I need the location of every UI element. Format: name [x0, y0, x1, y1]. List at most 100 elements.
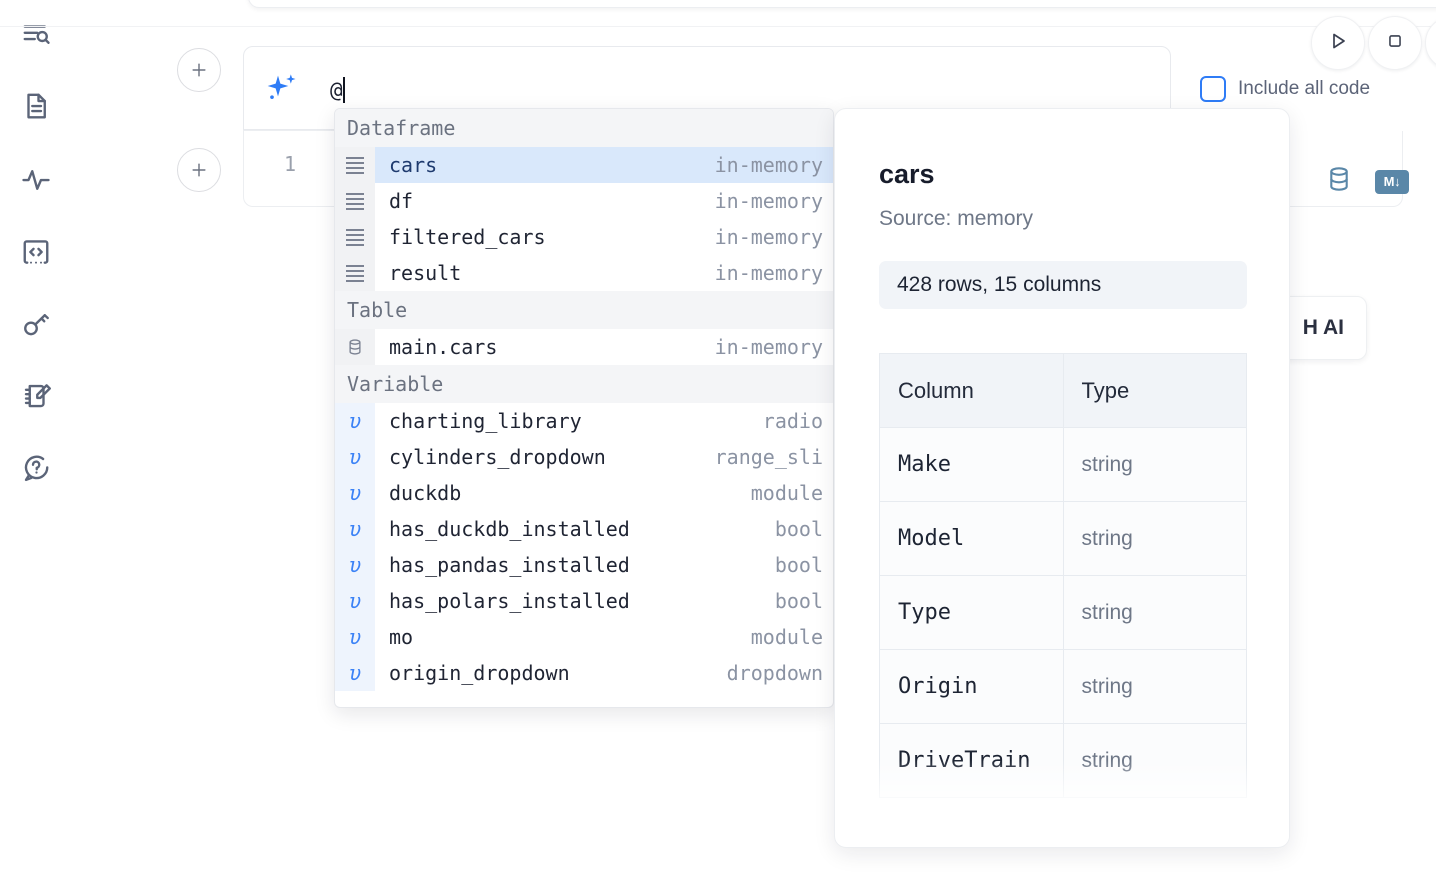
top-divider — [0, 26, 1436, 27]
completion-item-name: mo — [389, 625, 414, 649]
document-icon — [21, 91, 51, 126]
doc-column-type: string — [1062, 649, 1247, 724]
sidebar-rail — [0, 0, 72, 874]
include-all-code-toggle[interactable]: Include all code — [1200, 72, 1370, 106]
completion-item-type: in-memory — [714, 189, 823, 213]
variable-icon: υ — [348, 517, 362, 541]
completion-item-icon — [335, 183, 375, 219]
sidebar-item-explorer[interactable] — [10, 10, 62, 62]
completion-group-header: Dataframe — [335, 109, 833, 147]
completion-item-name: df — [389, 189, 414, 213]
dataframe-icon — [346, 262, 364, 285]
completion-item-name: origin_dropdown — [389, 661, 570, 685]
completion-item[interactable]: υ cylinders_dropdown range_sli — [335, 439, 833, 475]
run-button[interactable] — [1311, 16, 1365, 70]
variable-icon: υ — [348, 445, 362, 469]
completion-item-icon — [335, 255, 375, 291]
completion-item-name: charting_library — [389, 409, 582, 433]
sidebar-item-help[interactable] — [10, 444, 62, 496]
completion-item-type: module — [750, 625, 823, 649]
sidebar-item-secrets[interactable] — [10, 300, 62, 352]
help-chat-icon — [21, 453, 51, 488]
completion-item-icon — [335, 329, 375, 365]
completion-item-icon: υ — [335, 439, 375, 475]
completion-item[interactable]: υ origin_dropdown dropdown — [335, 655, 833, 691]
completion-item-type: in-memory — [714, 153, 823, 177]
sidebar-item-activity[interactable] — [10, 156, 62, 208]
completion-item-type: bool — [774, 517, 823, 541]
dataframe-icon — [346, 226, 364, 249]
completion-item-icon: υ — [335, 511, 375, 547]
dataframe-icon — [346, 190, 364, 213]
completion-item-name: filtered_cars — [389, 225, 546, 249]
play-icon — [1326, 29, 1350, 58]
sidebar-item-scratchpad[interactable] — [10, 372, 62, 424]
completion-item-name: cylinders_dropdown — [389, 445, 606, 469]
completion-item-type: bool — [774, 553, 823, 577]
doc-shape-badge: 428 rows, 15 columns — [879, 261, 1247, 309]
table-db-icon — [349, 339, 361, 355]
doc-column-name: Origin — [879, 649, 1064, 724]
notebook-edit-icon — [21, 381, 51, 416]
notebook-top-card — [248, 0, 1436, 8]
completion-item[interactable]: filtered_cars in-memory — [335, 219, 833, 255]
variable-icon: υ — [348, 661, 362, 685]
ai-prompt-input[interactable]: @ — [330, 72, 346, 108]
completion-item-type: dropdown — [726, 661, 823, 685]
markdown-icon[interactable]: M↓ — [1375, 169, 1409, 194]
completion-item[interactable]: cars in-memory — [335, 147, 833, 183]
add-cell-above-button[interactable] — [177, 48, 221, 92]
dataframe-icon — [346, 154, 364, 177]
completion-item-icon: υ — [335, 583, 375, 619]
cell-line-number: 1 — [283, 152, 296, 176]
completion-item-name: result — [389, 261, 462, 285]
doc-schema-header-cell: Type — [1062, 353, 1247, 428]
key-icon — [21, 309, 51, 344]
completion-item-name: has_pandas_installed — [389, 553, 630, 577]
completion-item[interactable]: υ has_pandas_installed bool — [335, 547, 833, 583]
completion-item-name: duckdb — [389, 481, 462, 505]
variable-icon: υ — [348, 589, 362, 613]
documentation-panel: cars Source: memory 428 rows, 15 columns… — [834, 108, 1290, 848]
database-icon[interactable] — [1325, 165, 1353, 198]
doc-column-type: string — [1062, 501, 1247, 576]
variable-icon: υ — [348, 409, 362, 433]
completion-item-icon — [335, 219, 375, 255]
doc-column-type: string — [1062, 427, 1247, 502]
completion-item-icon: υ — [335, 619, 375, 655]
completion-item-name: cars — [389, 153, 438, 177]
doc-column-name: Type — [879, 575, 1064, 650]
completion-item-type: radio — [762, 409, 823, 433]
completion-item-type: in-memory — [714, 225, 823, 249]
stop-button[interactable] — [1368, 16, 1422, 70]
sidebar-item-snippets[interactable] — [10, 228, 62, 280]
completion-item-icon: υ — [335, 655, 375, 691]
completion-item-icon: υ — [335, 547, 375, 583]
completion-group-header: Table — [335, 291, 833, 329]
completion-item-type: range_sli — [714, 445, 823, 469]
include-all-code-checkbox[interactable] — [1200, 76, 1226, 102]
completion-item-icon: υ — [335, 403, 375, 439]
doc-source: Source: memory — [879, 207, 1034, 230]
completion-item-type: in-memory — [714, 261, 823, 285]
sidebar-item-documents[interactable] — [10, 82, 62, 134]
add-cell-below-button[interactable] — [177, 148, 221, 192]
more-actions-button[interactable] — [1425, 16, 1436, 70]
stop-square-icon — [1384, 30, 1406, 57]
completion-item[interactable]: df in-memory — [335, 183, 833, 219]
completion-item-type: bool — [774, 589, 823, 613]
completion-item[interactable]: result in-memory — [335, 255, 833, 291]
completion-item[interactable]: υ charting_library radio — [335, 403, 833, 439]
ai-prompt-value: @ — [330, 78, 343, 102]
